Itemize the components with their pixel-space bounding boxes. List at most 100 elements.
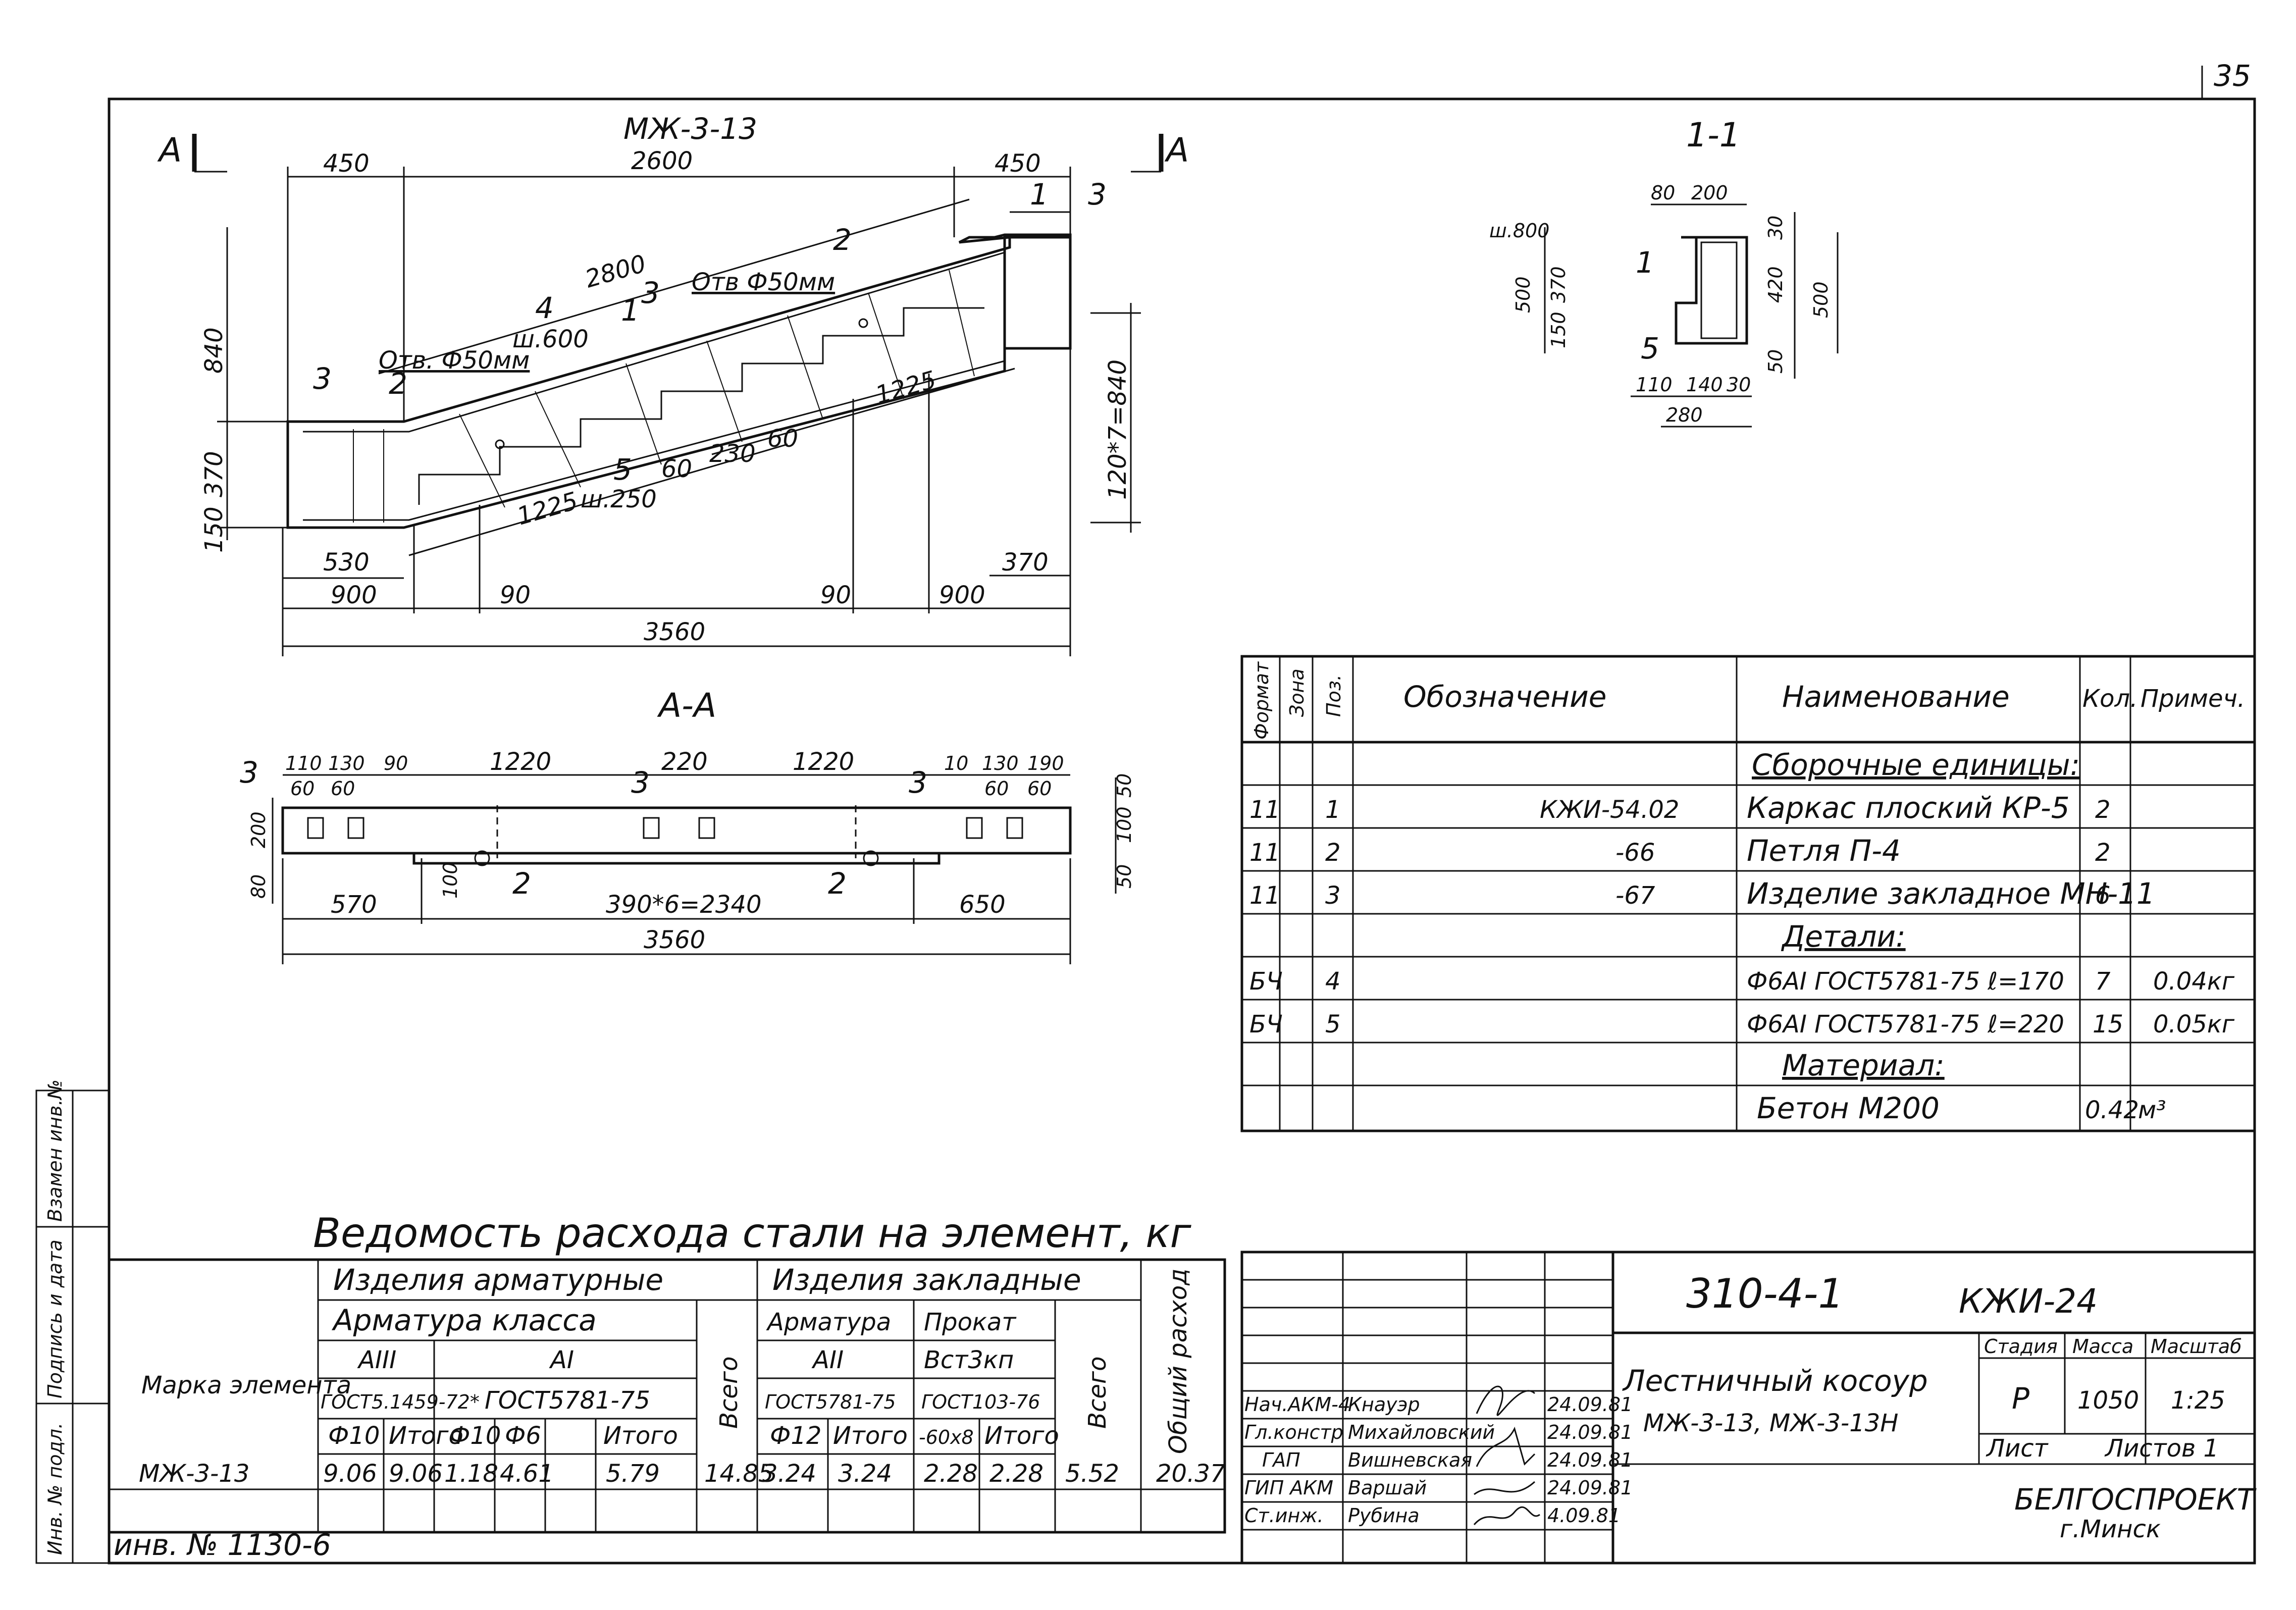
mass-value: 1050 (2077, 1386, 2139, 1415)
steel-aii: АII (811, 1346, 844, 1374)
steel-val: 9.06 (323, 1460, 377, 1488)
dim-120x7: 120*7=840 (1104, 359, 1132, 500)
s11-dim-50: 50 (1764, 349, 1787, 374)
s11-dim-30b: 30 (1727, 374, 1751, 396)
spec-cell-name: Ф6АI ГОСТ5781-75 ℓ=170 (1747, 967, 2064, 996)
steel-col-head: Ф10 (328, 1422, 380, 1450)
steel-table: Ведомость расхода стали на элемент, кг М… (108, 1210, 1226, 1563)
aa-dim-190: 190 (1027, 752, 1064, 774)
steel-val: 5.52 (1065, 1460, 1119, 1488)
sheet-number: 35 (2214, 59, 2251, 93)
pos-marker-3: 3 (1088, 177, 1107, 212)
steel-stal: Вст3кп (924, 1346, 1014, 1374)
title-block: 310-4-1 КЖИ-24 Лестничный косоур МЖ-3-13… (1240, 1251, 2257, 1565)
steel-marka-1: Марка элемента (141, 1371, 351, 1399)
dim-2600: 2600 (631, 147, 693, 175)
steel-val: 9.06 (389, 1460, 443, 1488)
steel-gost-aiii: ГОСТ5.1459-72* (321, 1391, 480, 1413)
spec-cell-note: 0.05кг (2153, 1010, 2235, 1038)
spec-head-format: Формат (1250, 661, 1273, 740)
aa-dim-100-right: 100 (1113, 806, 1135, 843)
aa-pos-3-right: 3 (909, 765, 927, 800)
note-step-600: ш.600 (512, 325, 589, 353)
pos-marker-1: 1 (621, 293, 640, 328)
pos-marker-2b: 2 (389, 367, 407, 401)
side-stamp-inv: Инв. № подл. (44, 1423, 66, 1555)
dim-1225-lower: 1225 (514, 487, 581, 531)
steel-emb-products: Изделия закладные (772, 1263, 1081, 1297)
spec-cell-pos: 1 (1325, 796, 1341, 824)
steel-val: 4.61 (500, 1460, 554, 1488)
aa-dim-220: 220 (661, 748, 708, 776)
dim-840: 840 (200, 327, 228, 374)
note-step-250: ш.250 (581, 485, 657, 513)
steel-col-head: Итого (833, 1422, 908, 1450)
tb-role: Нач.АКМ-4 (1244, 1393, 1350, 1416)
steel-col-head: -60х8 (919, 1426, 974, 1448)
steel-title: Ведомость расхода стали на элемент, кг (313, 1210, 1192, 1257)
steel-col-head: Итого (389, 1422, 463, 1450)
s11-dim-150: 150 (1547, 311, 1570, 348)
organization-name: БЕЛГОСПРОЕКТ (2014, 1482, 2257, 1517)
aa-pos-3-mid: 3 (631, 765, 650, 800)
steel-val: 5.79 (606, 1460, 660, 1488)
signature-mark (1476, 1385, 1536, 1416)
aa-dim-3560: 3560 (644, 926, 705, 954)
s11-dim-280: 280 (1666, 404, 1703, 426)
pos-marker-3b: 3 (313, 361, 332, 396)
s11-dim-80: 80 (1651, 182, 1675, 204)
dim-90-left: 90 (500, 581, 531, 609)
spec-head-designation: Обозначение (1403, 680, 1606, 714)
main-title: МЖ-3-13 (623, 112, 757, 146)
spec-table: Формат Зона Поз. Обозначение Наименовани… (1240, 655, 2256, 1132)
steel-col-head: Ф12 (770, 1422, 821, 1450)
aa-pos-2-right: 2 (828, 866, 847, 901)
steel-gost-ai: ГОСТ5781-75 (485, 1386, 650, 1415)
pos-marker-4: 4 (535, 291, 554, 325)
doc-mark: КЖИ-24 (1959, 1282, 2098, 1321)
dim-450-right: 450 (995, 149, 1041, 178)
section-aa: А-А 110 130 90 60 60 1220 220 1220 10 13… (240, 686, 1135, 964)
spec-cell-qty: 7 (2095, 967, 2111, 996)
pos-marker-5: 5 (613, 452, 632, 487)
s11-pos-5: 5 (1641, 331, 1659, 366)
aa-dim-90: 90 (384, 752, 408, 774)
signature-mark (1473, 1506, 1540, 1525)
s11-dim-500-left: 500 (1512, 276, 1534, 313)
scale-header: Масштаб (2151, 1335, 2242, 1358)
spec-cell-format: БЧ (1249, 1010, 1283, 1038)
steel-aiii: АIII (357, 1346, 396, 1374)
steel-total-emb: Всего (1083, 1357, 1112, 1429)
spec-cell-qty: 2 (2095, 839, 2111, 867)
dim-2800: 2800 (582, 249, 649, 294)
spec-cell-pos: 2 (1325, 839, 1341, 867)
inventory-number: инв. № 1130-6 (114, 1528, 331, 1562)
aa-dim-50-bottom: 50 (1113, 864, 1135, 889)
tb-date: 24.09.81 (1547, 1393, 1633, 1416)
side-stamp-signature: Подпись и дата (44, 1239, 66, 1398)
tb-role: ГАП (1262, 1449, 1300, 1471)
product-name: Лестничный косоур (1622, 1364, 1928, 1398)
spec-cell-pos: 4 (1325, 967, 1341, 996)
steel-val: 14.85 (704, 1460, 773, 1488)
note-hole-lower: Отв. Ф50мм (379, 346, 530, 375)
spec-cell-note: м³ (2138, 1096, 2166, 1124)
s11-pos-1: 1 (1636, 245, 1654, 280)
aa-dim-80: 80 (247, 874, 270, 899)
steel-row-mark: МЖ-3-13 (139, 1460, 249, 1488)
aa-dim-100-loop: 100 (439, 862, 461, 899)
mass-header: Масса (2072, 1335, 2133, 1358)
spec-cell-qty: 6 (2095, 881, 2111, 910)
spec-head-pos: Поз. (1323, 674, 1345, 717)
spec-cell-format: 11 (1249, 881, 1280, 910)
dim-900-right: 900 (939, 581, 985, 609)
steel-col-head: Итого (603, 1422, 678, 1450)
spec-cell-designation: -66 (1615, 839, 1655, 867)
spec-cell-pos: 3 (1325, 881, 1341, 910)
aa-dim-60a: 60 (290, 777, 315, 800)
dim-90-right: 90 (820, 581, 851, 609)
dim-150: 150 (200, 506, 228, 553)
steel-val: 2.28 (989, 1460, 1043, 1488)
steel-prokat: Прокат (924, 1308, 1017, 1336)
